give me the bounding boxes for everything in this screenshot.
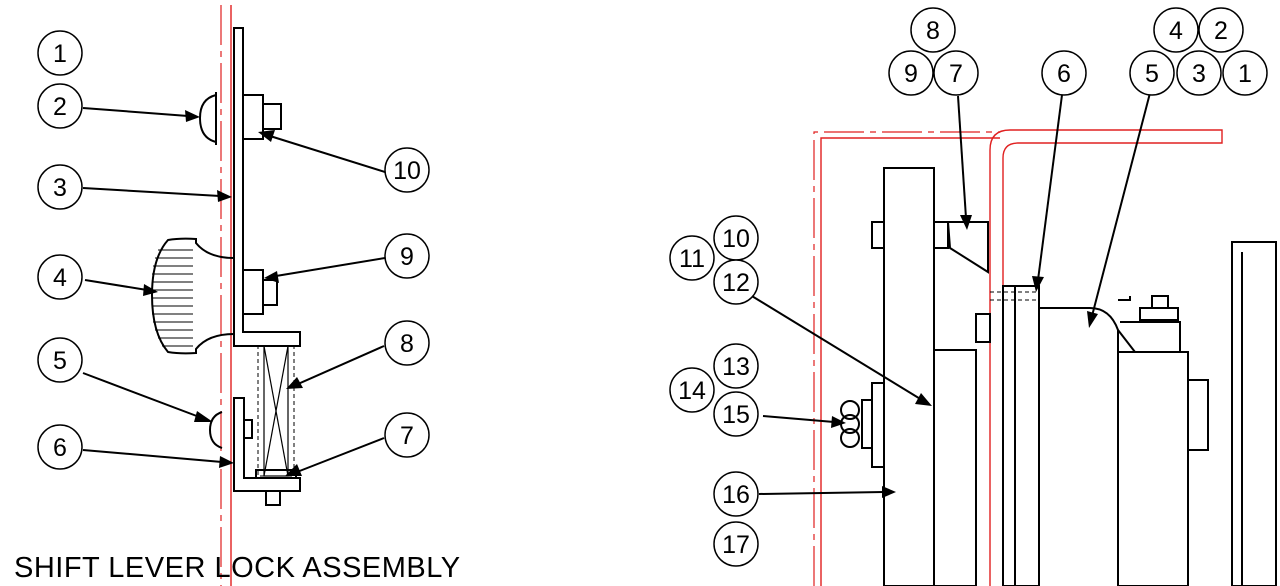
svg-text:8: 8 (926, 17, 940, 45)
dome-head-lower (208, 411, 223, 449)
callout-left-4: 4 (37, 254, 83, 300)
svg-text:15: 15 (722, 401, 750, 429)
svg-text:1: 1 (53, 40, 67, 68)
knob-knurl (152, 249, 193, 347)
callout-left-2: 2 (37, 83, 83, 129)
spacer-body (263, 345, 289, 477)
bolt-washer (861, 399, 873, 449)
drawing-title: SHIFT LEVER LOCK ASSEMBLY (14, 552, 461, 584)
callout-right-4: 4 (1153, 7, 1199, 53)
bolt-head-3 (840, 428, 860, 448)
svg-text:10: 10 (393, 157, 421, 185)
svg-text:4: 4 (53, 264, 67, 292)
plate-left-stud (871, 221, 885, 249)
bracket-plate (233, 27, 301, 347)
callout-left-7: 7 (384, 412, 430, 458)
right-view: 8 9 7 6 4 2 5 3 1 10 11 12 13 14 15 16 1… (669, 7, 1277, 586)
svg-text:7: 7 (949, 60, 963, 88)
spacer-cross-2 (263, 345, 289, 477)
svg-text:5: 5 (53, 347, 67, 375)
svg-text:17: 17 (722, 531, 750, 559)
callout-right-7: 7 (933, 50, 979, 96)
upper-bolt-nut (262, 103, 282, 130)
callout-left-8: 8 (384, 320, 430, 366)
right-red-outer (813, 131, 1000, 586)
housing-bolt-base (1139, 307, 1179, 321)
callout-right-2: 2 (1198, 7, 1244, 53)
svg-text:1: 1 (1238, 60, 1252, 88)
svg-text:6: 6 (1057, 60, 1071, 88)
lower-bracket (233, 397, 301, 492)
svg-text:4: 4 (1169, 17, 1183, 45)
mid-block (933, 349, 977, 586)
svg-text:7: 7 (400, 422, 414, 450)
right-rail (1231, 241, 1277, 586)
callout-right-9: 9 (888, 50, 934, 96)
left-leaders (82, 107, 386, 476)
svg-text:3: 3 (1192, 60, 1206, 88)
callout-left-1: 1 (37, 30, 83, 76)
lower-bolt-tip (265, 490, 281, 506)
callout-right-3: 3 (1176, 50, 1222, 96)
svg-text:16: 16 (722, 481, 750, 509)
bolt-head-1 (840, 400, 860, 420)
middle-bolt-head (242, 269, 264, 315)
svg-text:14: 14 (678, 377, 706, 405)
svg-text:3: 3 (53, 174, 67, 202)
callout-right-11: 11 (669, 235, 715, 281)
lower-bracket-pin (243, 419, 253, 439)
callout-right-6: 6 (1041, 50, 1087, 96)
right-leaders (741, 92, 1151, 498)
callout-right-8: 8 (910, 7, 956, 53)
callout-left-6: 6 (37, 424, 83, 470)
callout-left-9: 9 (384, 233, 430, 279)
callout-right-17: 17 (713, 521, 759, 567)
svg-text:6: 6 (53, 434, 67, 462)
lever-arm (1002, 285, 1040, 586)
svg-text:8: 8 (400, 330, 414, 358)
callout-right-13: 13 (713, 343, 759, 389)
svg-text:9: 9 (400, 243, 414, 271)
callout-right-15: 15 (713, 391, 759, 437)
callout-right-14: 14 (669, 367, 715, 413)
callout-right-5: 5 (1129, 50, 1175, 96)
callout-right-16: 16 (713, 471, 759, 517)
mid-block-stud (975, 313, 991, 343)
callout-right-10: 10 (713, 215, 759, 261)
svg-text:12: 12 (722, 269, 750, 297)
svg-text:5: 5 (1145, 60, 1159, 88)
housing-body (1117, 351, 1189, 586)
middle-bolt-nut (262, 279, 278, 306)
housing-curve (1039, 307, 1119, 586)
svg-text:2: 2 (1214, 17, 1228, 45)
left-view: 1 2 3 4 5 6 7 8 9 10 (37, 5, 430, 586)
svg-text:10: 10 (722, 225, 750, 253)
callout-right-1: 1 (1222, 50, 1268, 96)
housing-top (1117, 296, 1181, 353)
plate-right-stud (933, 221, 949, 249)
dome-head-upper (198, 92, 217, 145)
housing-bolt-head (1151, 295, 1169, 309)
callout-left-5: 5 (37, 337, 83, 383)
callout-right-12: 12 (713, 259, 759, 305)
svg-text:9: 9 (904, 60, 918, 88)
svg-text:11: 11 (679, 245, 705, 273)
housing-knob (1187, 379, 1209, 451)
svg-text:13: 13 (722, 353, 750, 381)
callout-left-10: 10 (384, 147, 430, 193)
svg-text:2: 2 (53, 93, 67, 121)
main-plate (883, 167, 935, 586)
right-red-inner (820, 137, 1000, 586)
right-red-bend (989, 129, 1223, 586)
angled-bracket (946, 221, 989, 274)
bolt-plate (871, 382, 885, 468)
callout-left-3: 3 (37, 164, 83, 210)
knob-body (150, 237, 235, 355)
